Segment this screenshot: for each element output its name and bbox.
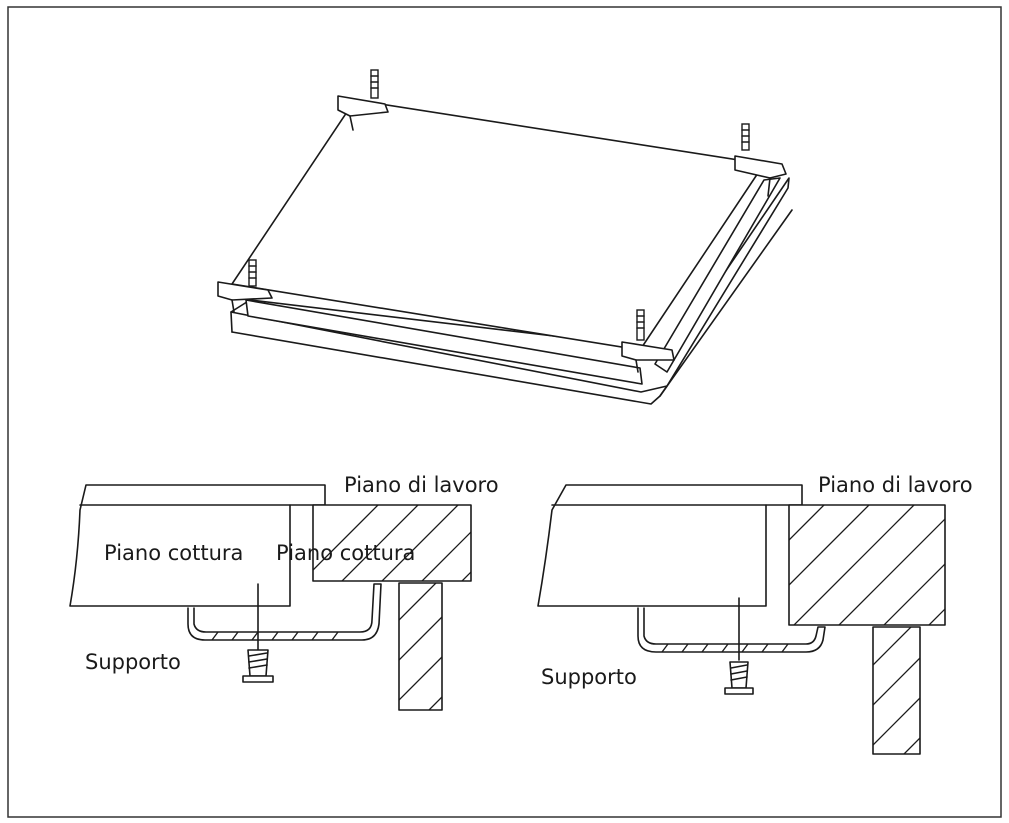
label-worktop-right: Piano di lavoro [818, 473, 973, 497]
bracket-corner-back-left [337, 95, 389, 131]
diagram-border [7, 6, 1002, 818]
section-left: Piano di lavoro Piano cottura Piano cott… [69, 473, 499, 711]
bracket-corner-front-left [217, 281, 273, 313]
label-hob-left-a: Piano cottura [104, 541, 243, 565]
screw-front-right [636, 309, 645, 341]
label-bracket-left: Supporto [85, 650, 181, 674]
screw-section-right [724, 661, 754, 695]
worktop-right [788, 504, 946, 626]
bracket-corner-back-right [734, 155, 787, 197]
label-bracket-right: Supporto [541, 665, 637, 689]
cabinet-side-right [872, 626, 921, 755]
bracket-left [187, 583, 382, 641]
label-worktop-left: Piano di lavoro [344, 473, 499, 497]
hob-body-right [537, 484, 803, 607]
bracket-right [637, 607, 826, 653]
label-hob-left-b: Piano cottura [276, 541, 415, 565]
section-right: Piano di lavoro Supporto [537, 473, 973, 755]
screw-section-left [242, 649, 274, 683]
cabinet-side-left [398, 582, 443, 711]
hob-perspective [217, 69, 793, 405]
bracket-corner-front-right [621, 341, 675, 373]
screw-back-right [741, 123, 750, 151]
screw-back-left [370, 69, 379, 99]
screw-front-left [248, 259, 257, 287]
